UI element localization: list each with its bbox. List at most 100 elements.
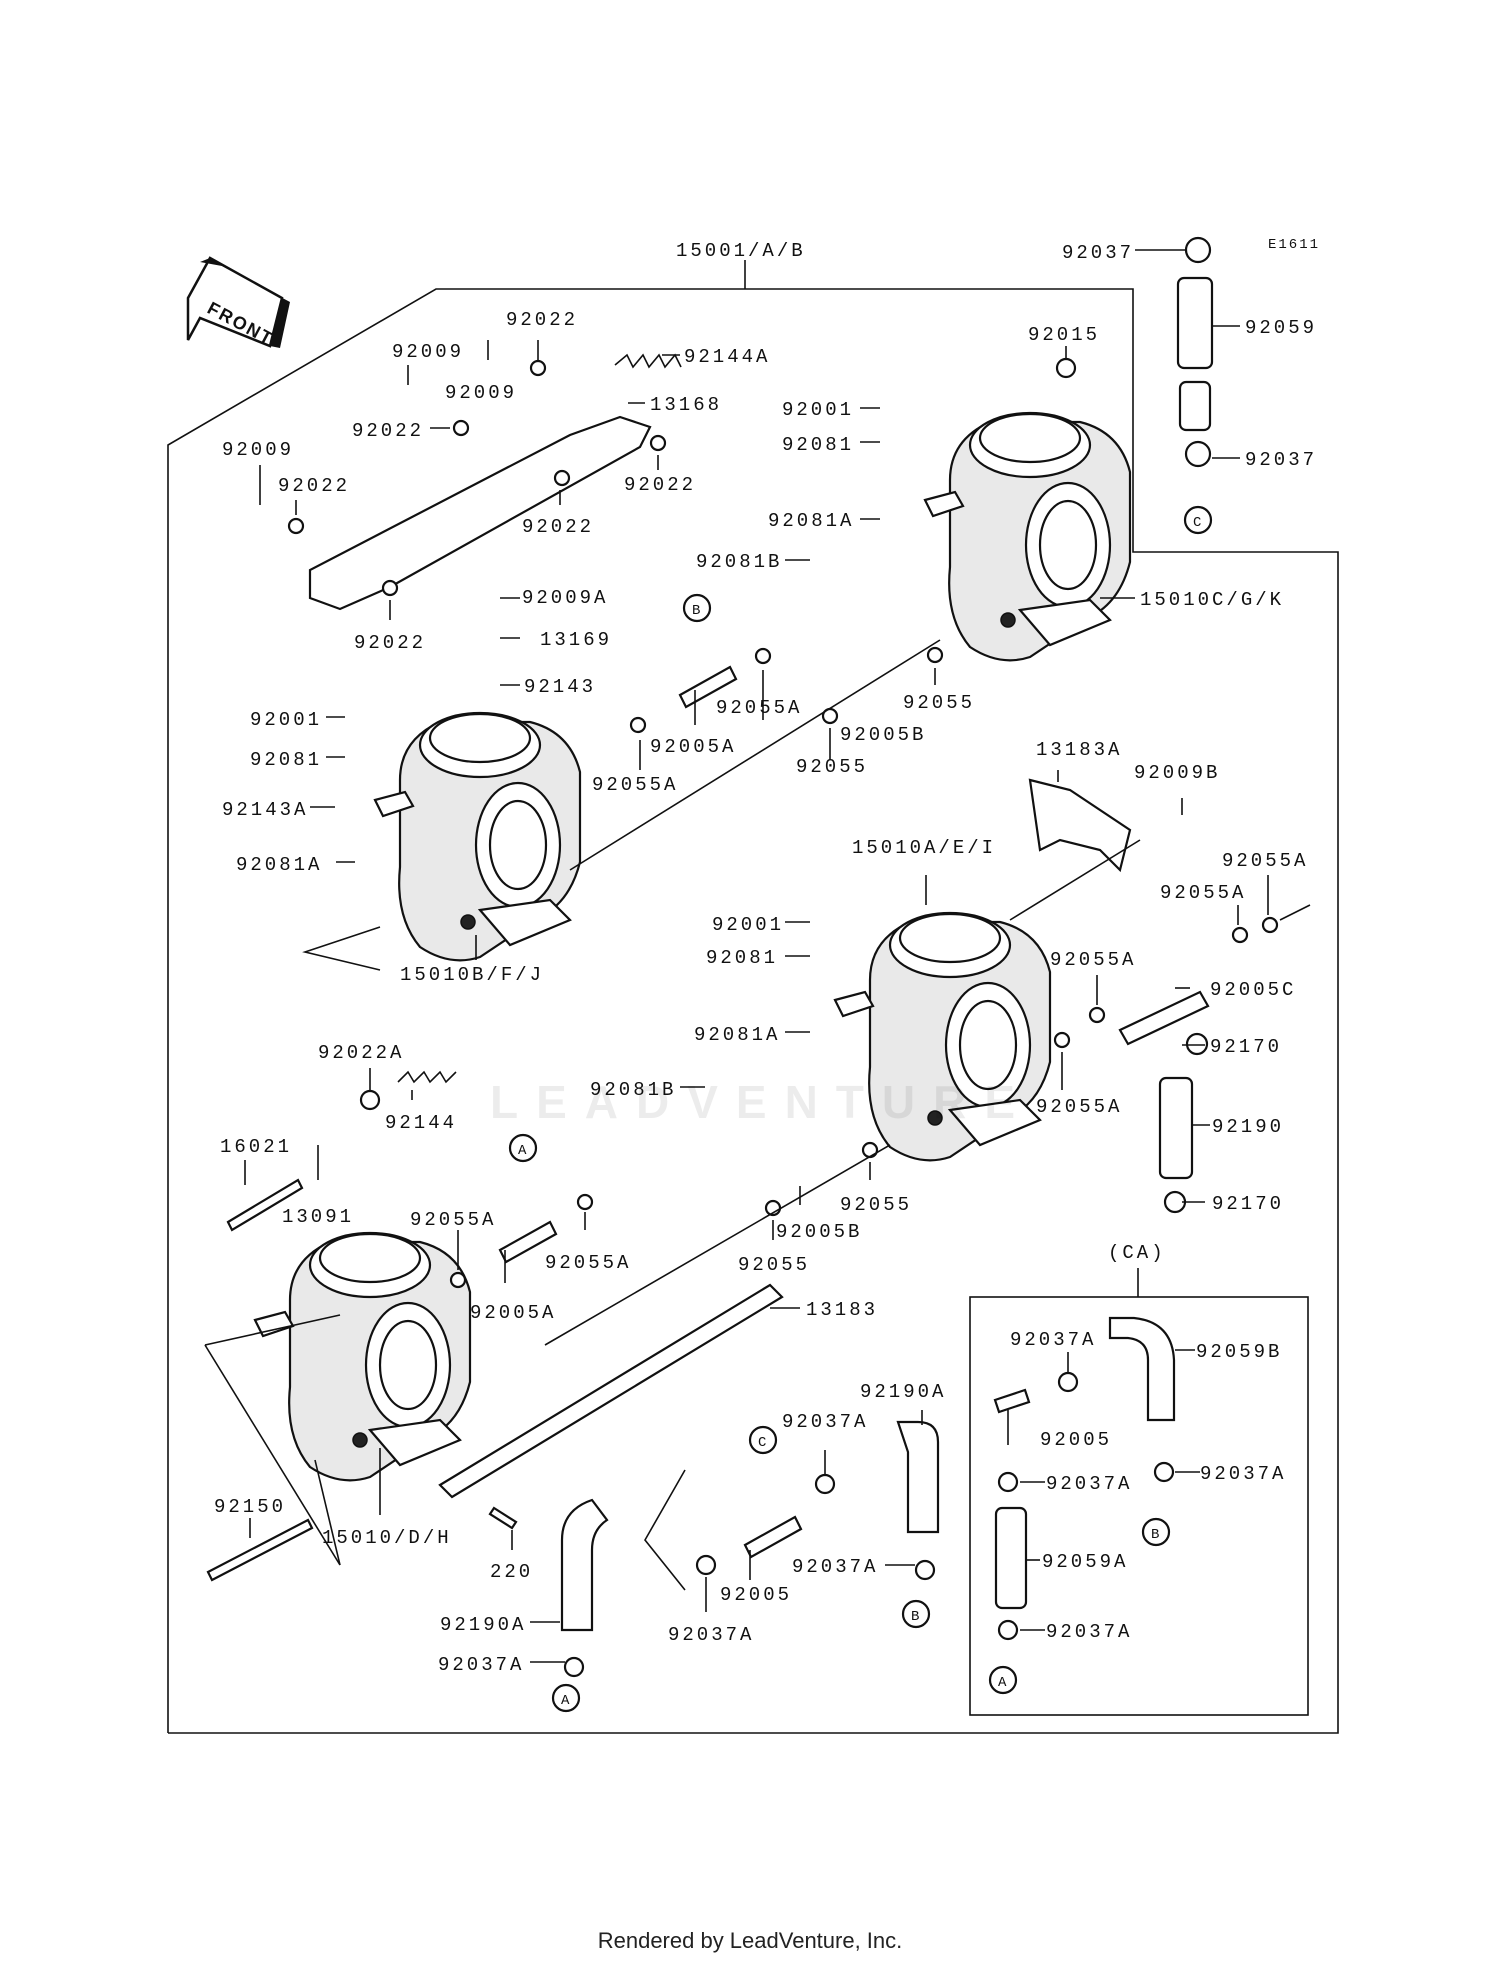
label-92170-1: 92170	[1210, 1036, 1282, 1058]
label-92055a-7: 92055A	[410, 1209, 496, 1231]
label-92037-mid: 92037	[1245, 449, 1317, 471]
label-92009-a: 92009	[392, 341, 464, 363]
label-92005b-2: 92005B	[776, 1221, 862, 1243]
label-15010aei: 15010A/E/I	[852, 837, 996, 859]
label-92037a-7: 92037A	[1200, 1463, 1286, 1485]
label-92081-m: 92081	[706, 947, 778, 969]
label-92081a-l: 92081A	[236, 854, 322, 876]
fitting-92005a-bottom	[498, 1220, 558, 1264]
ca-box	[969, 1296, 1309, 1716]
label-92055a-1: 92055A	[592, 774, 678, 796]
bracket-13168	[308, 415, 652, 611]
label-92037a-2: 92037A	[782, 1411, 868, 1433]
fitting-92005a-top	[678, 665, 738, 709]
label-92055a-4: 92055A	[1160, 882, 1246, 904]
label-92059b: 92059B	[1196, 1341, 1282, 1363]
label-92055a-6: 92055A	[1036, 1096, 1122, 1118]
label-92055a-8: 92055A	[545, 1252, 631, 1274]
label-92015: 92015	[1028, 324, 1100, 346]
label-92055a-3: 92055A	[1222, 850, 1308, 872]
label-92001-l: 92001	[250, 709, 322, 731]
svg-text:B: B	[911, 1609, 921, 1625]
label-92144: 92144	[385, 1112, 457, 1134]
label-92190: 92190	[1212, 1116, 1284, 1138]
plate-13183	[438, 1283, 784, 1499]
spring-92144	[397, 1070, 457, 1084]
label-15010dh: 15010/D/H	[322, 1527, 452, 1549]
label-13183: 13183	[806, 1299, 878, 1321]
screw-16021	[226, 1178, 304, 1232]
svg-text:B: B	[1151, 1527, 1161, 1543]
label-220: 220	[490, 1561, 533, 1583]
label-92022-c: 92022	[278, 475, 350, 497]
label-92037a-4: 92037A	[792, 1556, 878, 1578]
label-92001-m: 92001	[712, 914, 784, 936]
svg-text:C: C	[1193, 515, 1203, 531]
label-92005a-2: 92005A	[470, 1302, 556, 1324]
label-92022-b: 92022	[624, 474, 696, 496]
label-92037a-1: 92037A	[438, 1654, 524, 1676]
hose-92059a	[994, 1506, 1028, 1610]
callout-a-mid: A	[508, 1133, 538, 1163]
callout-c-top: C	[1183, 505, 1213, 535]
label-92081a-r: 92081A	[768, 510, 854, 532]
label-92022a: 92022A	[318, 1042, 404, 1064]
callout-b-ca: B	[1141, 1517, 1171, 1547]
callout-c-bottom: C	[748, 1425, 778, 1455]
label-92037a-6: 92037A	[1046, 1473, 1132, 1495]
hose-92059	[1176, 276, 1214, 370]
callout-b-bottom: B	[901, 1599, 931, 1629]
svg-text:A: A	[998, 1675, 1008, 1691]
label-92190a-1: 92190A	[440, 1614, 526, 1636]
screw-92150	[206, 1518, 314, 1582]
label-92081-l: 92081	[250, 749, 322, 771]
bracket-13183a	[1028, 778, 1132, 873]
label-92081b-m: 92081B	[590, 1079, 676, 1101]
label-92055-4: 92055	[738, 1254, 810, 1276]
label-92022-a: 92022	[352, 420, 424, 442]
label-92059: 92059	[1245, 317, 1317, 339]
spring-92144a	[614, 353, 682, 369]
hose-92190	[1158, 1076, 1194, 1180]
label-92055-1: 92055	[903, 692, 975, 714]
svg-text:C: C	[758, 1435, 768, 1451]
hose-92059b	[1108, 1316, 1176, 1422]
label-92037a-8: 92037A	[1046, 1621, 1132, 1643]
label-15010bfj: 15010B/F/J	[400, 964, 544, 986]
label-92150: 92150	[214, 1496, 286, 1518]
svg-text:A: A	[561, 1693, 571, 1709]
carburetor-15010cgk	[923, 411, 1132, 662]
label-92170-2: 92170	[1212, 1193, 1284, 1215]
hose-92059-short	[1178, 380, 1212, 432]
svg-text:B: B	[692, 603, 702, 619]
label-92059a: 92059A	[1042, 1551, 1128, 1573]
footer-credit: Rendered by LeadVenture, Inc.	[597, 1928, 903, 1953]
assembly-label: 15001/A/B	[676, 240, 806, 262]
ca-label: (CA)	[1108, 1242, 1166, 1264]
label-92005-1: 92005	[720, 1584, 792, 1606]
screw-220	[488, 1506, 518, 1530]
label-92081-r: 92081	[782, 434, 854, 456]
label-92009-b: 92009	[445, 382, 517, 404]
label-92143a: 92143A	[222, 799, 308, 821]
label-92005c: 92005C	[1210, 979, 1296, 1001]
hose-92190a-left	[560, 1498, 609, 1632]
hose-92190a-right	[896, 1420, 940, 1534]
callout-a-bottom: A	[551, 1683, 581, 1713]
label-92190a-2: 92190A	[860, 1381, 946, 1403]
carburetor-15010dh	[253, 1231, 472, 1482]
label-92022-t: 92022	[506, 309, 578, 331]
label-92009b: 92009B	[1134, 762, 1220, 784]
label-92037-top: 92037	[1062, 242, 1134, 264]
label-13169: 13169	[540, 629, 612, 651]
label-13091: 13091	[282, 1206, 354, 1228]
callout-a-ca: A	[988, 1665, 1018, 1695]
watermark: LEADVENTURE	[490, 1076, 1034, 1128]
label-13168: 13168	[650, 394, 722, 416]
label-92143: 92143	[524, 676, 596, 698]
fitting-92005c	[1118, 990, 1210, 1046]
carburetor-15010aei	[833, 911, 1052, 1162]
label-92005-2: 92005	[1040, 1429, 1112, 1451]
assembly-boundary	[167, 288, 1339, 1734]
